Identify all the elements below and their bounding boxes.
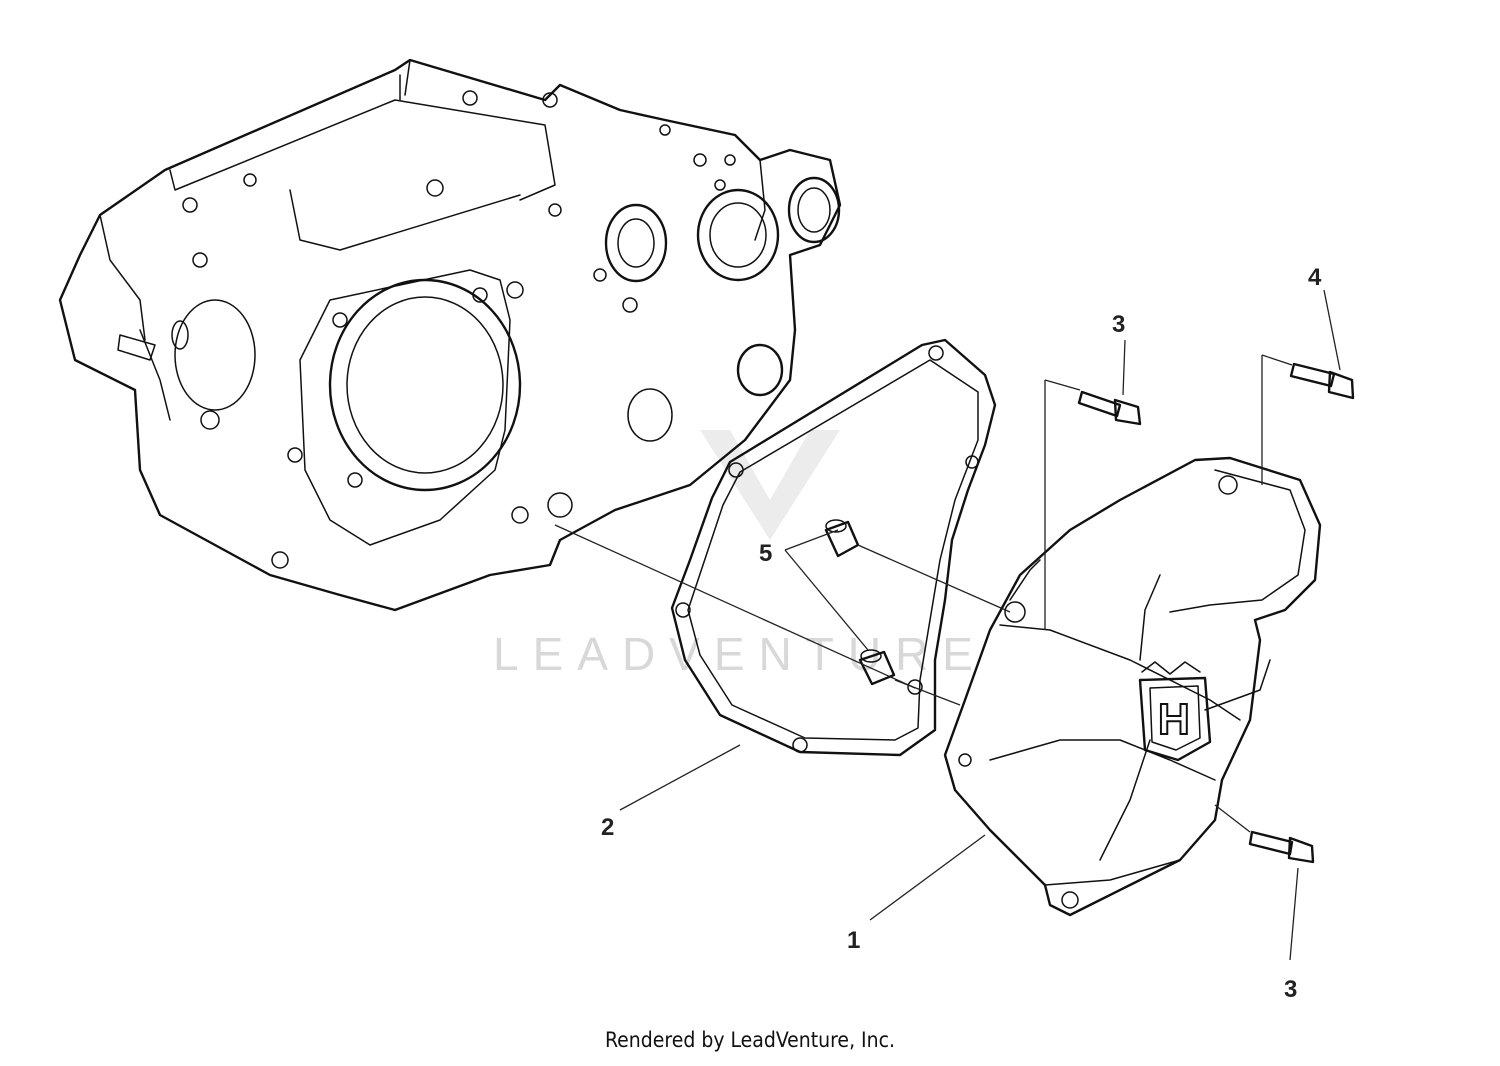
callout-1: 1 (847, 927, 860, 954)
crankcase (58, 58, 842, 612)
leader-lines (554, 289, 1341, 961)
callout-3-bottom: 3 (1284, 976, 1297, 1003)
callout-4: 4 (1308, 264, 1322, 291)
leadventure-logo (700, 430, 840, 540)
emblem-letter: H (1158, 695, 1190, 744)
callout-2: 2 (601, 814, 614, 841)
ignition-cover: H (943, 456, 1322, 917)
watermark: LEADVENTURE (493, 430, 987, 680)
watermark-text: LEADVENTURE (493, 628, 987, 680)
render-credit: Rendered by LeadVenture, Inc. (605, 1028, 895, 1052)
bolts (1077, 362, 1355, 864)
cover-emblem: H (1138, 661, 1212, 762)
callout-3-top: 3 (1112, 311, 1125, 338)
callout-5: 5 (759, 540, 772, 567)
gasket (670, 338, 997, 757)
